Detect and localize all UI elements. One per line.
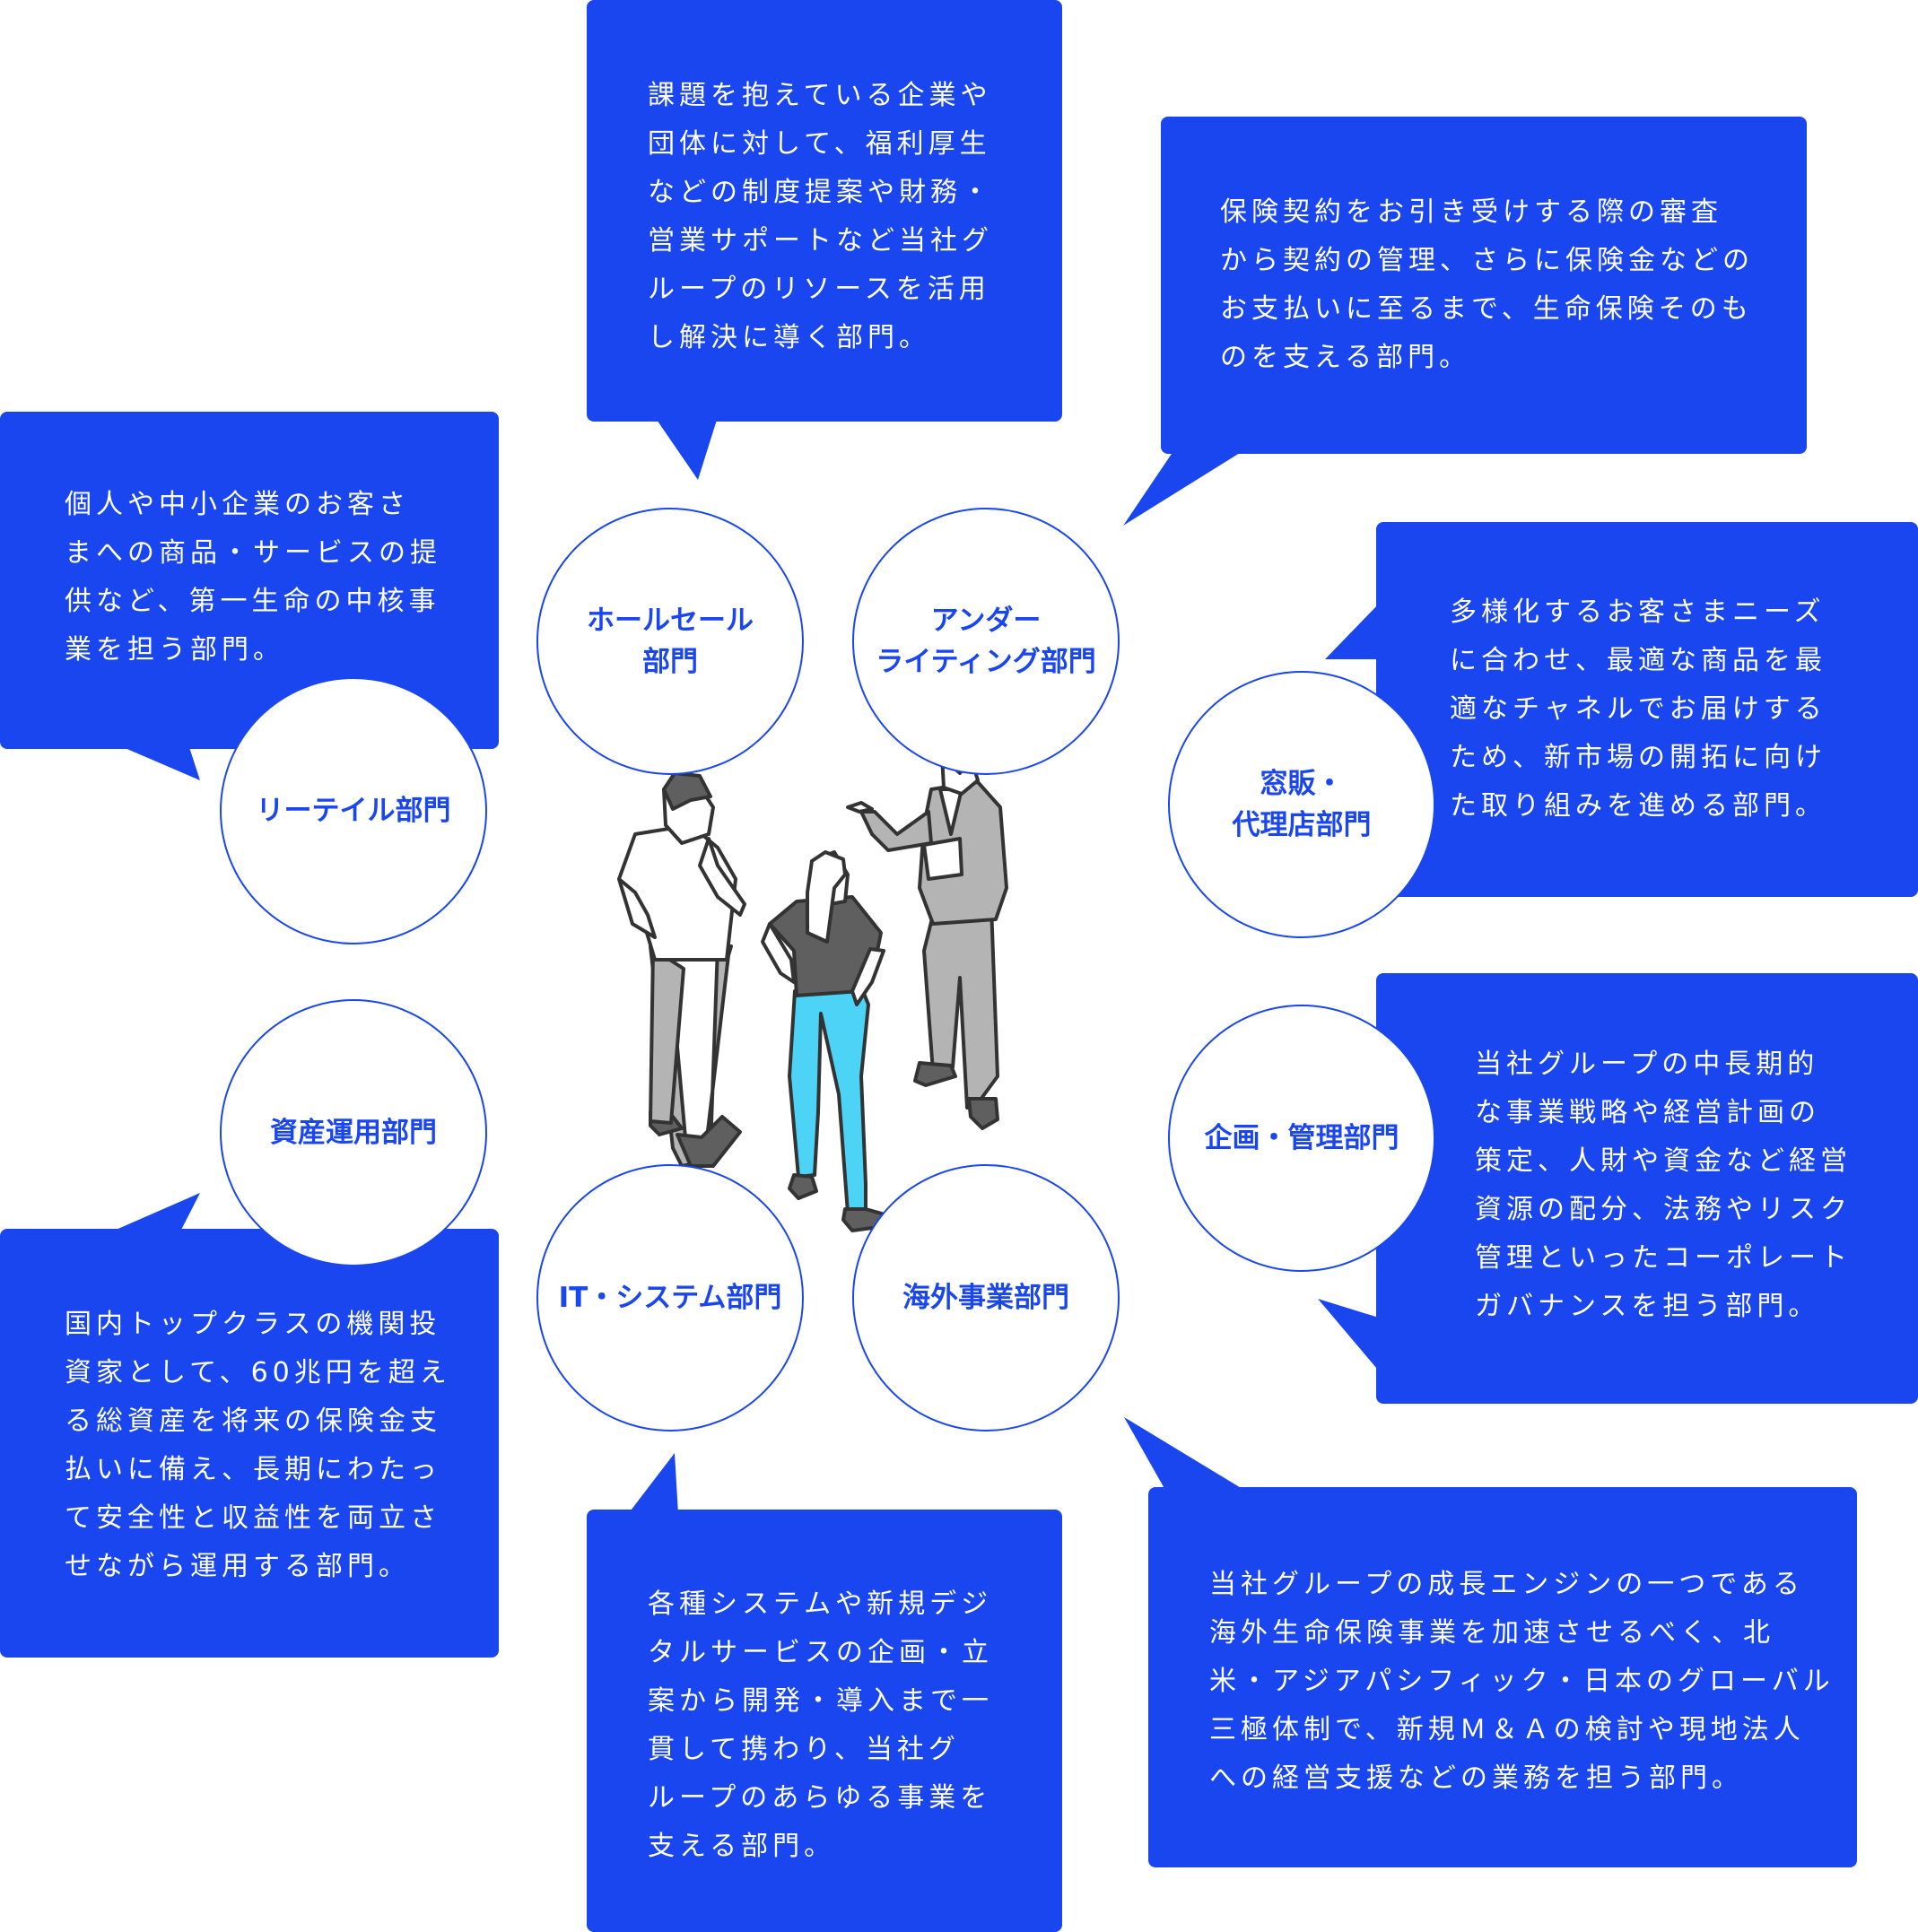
description-it: 各種システムや新規デジ タルサービスの企画・立 案から開発・導入まで一 貫して携… [648,1588,993,1862]
department-circle-agency[interactable]: 窓販・ 代理店部門 [1168,671,1435,938]
description-overseas: 当社グループの成長エンジンの一つである 海外生命保険事業を加速させるべく、北 米… [1209,1569,1835,1794]
department-circle-underwriting[interactable]: アンダー ライティング部門 [852,508,1120,775]
person-woman [761,850,890,1232]
description-planning: 当社グループの中長期的 な事業戦略や経営計画の 策定、人財や資金など経営 資源の… [1475,1049,1852,1322]
department-label-underwriting: アンダー ライティング部門 [876,605,1096,678]
bubble-agency [1325,522,1918,897]
department-circle-retail[interactable]: リーテイル部門 [220,677,487,944]
description-wholesale: 課題を抱えている企業や 団体に対して、福利厚生 などの制度提案や財務・ 営業サポ… [648,80,993,353]
department-label-asset: 資産運用部門 [270,1117,437,1149]
department-label-planning: 企画・管理部門 [1204,1122,1399,1154]
bubble-wholesale [587,0,1062,480]
bubble-asset [0,1193,499,1658]
description-retail: 個人や中小企業のお客さ まへの商品・サービスの提 供など、第一生命の中核事 業を… [65,489,441,666]
description-agency: 多様化するお客さまニーズ に合わせ、最適な商品を最 適なチャネルでお届けする た… [1450,596,1826,822]
department-label-retail: リーテイル部門 [256,795,451,827]
department-circle-overseas[interactable]: 海外事業部門 [852,1164,1120,1432]
department-label-it: IT・システム部門 [558,1282,782,1314]
bubble-it [587,1453,1062,1932]
person-right-man [846,738,1008,1130]
department-circle-planning[interactable]: 企画・管理部門 [1168,1005,1435,1272]
bubble-retail [0,412,499,780]
department-circle-it[interactable]: IT・システム部門 [536,1164,804,1432]
bubble-underwriting [1123,117,1807,526]
people-illustration [617,738,1008,1232]
person-left-man [617,771,746,1168]
department-label-wholesale: ホールセール 部門 [587,605,754,678]
description-asset: 国内トップクラスの機関投 資家として、60兆円を超え る総資産を将来の保険金支 … [65,1309,451,1582]
bubble-overseas [1124,1417,1857,1867]
department-circle-wholesale[interactable]: ホールセール 部門 [536,508,804,775]
department-circle-asset[interactable]: 資産運用部門 [220,999,487,1266]
department-label-agency: 窓販・ 代理店部門 [1232,768,1372,841]
description-underwriting: 保険契約をお引き受けする際の審査 から契約の管理、さらに保険金などの お支払いに… [1220,196,1754,373]
department-label-overseas: 海外事業部門 [902,1282,1069,1314]
bubble-planning [1318,973,1918,1404]
